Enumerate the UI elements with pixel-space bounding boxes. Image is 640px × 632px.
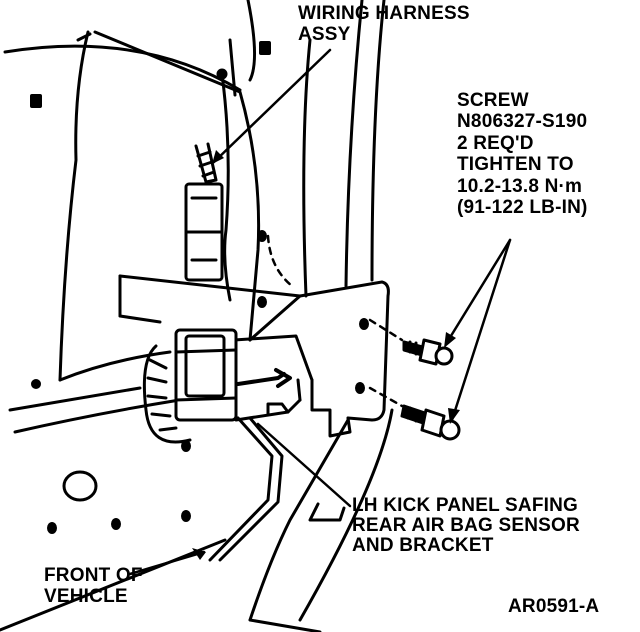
sensor-bracket-label: LH KICK PANEL SAFING REAR AIR BAG SENSOR… — [352, 496, 580, 556]
sensor-bracket-label-line: AND BRACKET — [352, 534, 494, 556]
mounting-holes — [30, 41, 369, 534]
figure-id: AR0591-A — [508, 596, 600, 617]
front-of-vehicle-label-line: FRONT OF — [44, 565, 143, 586]
wiring-harness-label-line: ASSY — [298, 23, 351, 45]
wiring-harness-label: WIRING HARNESS ASSY — [298, 3, 470, 45]
screw-label-line: TIGHTEN TO — [457, 154, 574, 176]
door-pillar — [248, 0, 394, 632]
grommet — [62, 470, 98, 502]
leader-arrowheads — [192, 150, 460, 560]
screw-label-line: 2 REQ'D — [457, 132, 534, 154]
screw-label-line: (91-122 LB-IN) — [457, 197, 588, 219]
lower-harness — [208, 416, 284, 562]
leader-lines — [128, 48, 512, 576]
screw-label-line: SCREW — [457, 90, 529, 111]
sensor-connector — [142, 328, 238, 444]
screw-lower — [400, 404, 461, 441]
screw-label-line: 10.2-13.8 N·m — [457, 175, 583, 197]
screw-label-line: N806327-S190 — [457, 111, 588, 133]
kick-panel — [58, 0, 302, 382]
front-of-vehicle-label: FRONT OF VEHICLE — [44, 565, 143, 607]
sensor-bracket-label-line: REAR AIR BAG SENSOR — [352, 514, 580, 536]
hidden-lines — [266, 234, 404, 408]
wiring-harness-label-line: WIRING HARNESS — [298, 3, 470, 24]
screw-label: SCREW N806327-S190 2 REQ'D TIGHTEN TO 10… — [457, 90, 588, 219]
sensor-bracket-label-line: LH KICK PANEL SAFING — [352, 495, 579, 516]
wiring-harness-plug — [184, 68, 232, 302]
front-of-vehicle-label-line: VEHICLE — [44, 585, 128, 607]
